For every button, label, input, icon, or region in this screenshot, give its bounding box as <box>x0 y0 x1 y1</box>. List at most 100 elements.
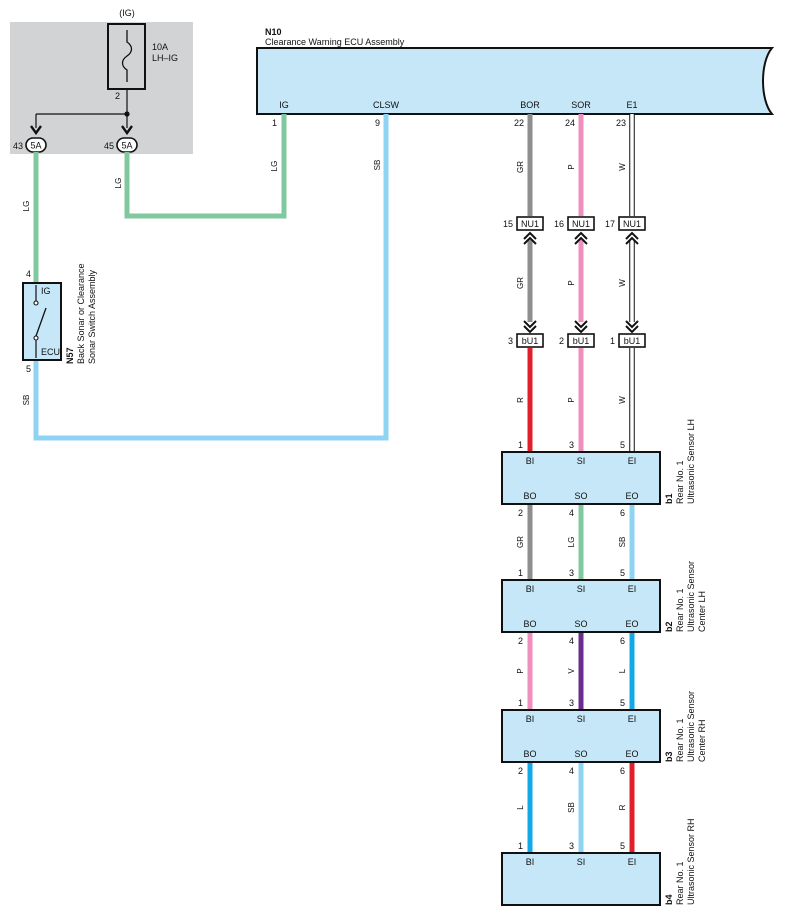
sensor-bottom-pin: 6 <box>620 508 625 518</box>
sensor-top-label: EI <box>628 456 637 466</box>
wire-label: L <box>618 668 627 673</box>
connector-nu1-box <box>618 216 646 231</box>
ecu-pin-clsw: 9 <box>375 118 380 128</box>
switch-bottom-pin: 5 <box>26 364 31 374</box>
connector-bu1-pin: 3 <box>508 336 513 346</box>
connector-nu1-pin: 17 <box>605 219 615 229</box>
connector-nu1-box <box>567 216 595 231</box>
sensor-top-pin: 1 <box>518 841 523 851</box>
sensor-name-line3: Center RH <box>697 719 707 762</box>
connector-nu1: NU1 NU1 NU1 15 16 17 <box>503 216 646 245</box>
sensor-code: b3 <box>664 751 674 762</box>
switch-top-pin: 4 <box>26 269 31 279</box>
switch-top-label: IG <box>41 286 51 296</box>
ecu-name: Clearance Warning ECU Assembly <box>265 37 405 47</box>
ecu-terminal-e1: E1 <box>626 100 637 110</box>
sensor-bottom-pin: 6 <box>620 766 625 776</box>
fuse-name: LH–IG <box>152 53 178 63</box>
sensor-bottom-pin: 6 <box>620 636 625 646</box>
fuse-group-label: (IG) <box>119 8 135 18</box>
sensor-bottom-pin: 4 <box>569 508 574 518</box>
ecu-pin-bor: 22 <box>514 118 524 128</box>
sensor-bottom-label: BO <box>523 619 536 629</box>
sensor-top-label: SI <box>577 714 586 724</box>
sensor-name-line2: Ultrasonic Sensor <box>686 561 696 632</box>
ecu-pin-e1: 23 <box>616 118 626 128</box>
wire-label: SB <box>22 395 31 406</box>
wire-label: GR <box>516 161 525 173</box>
switch-assembly-box <box>22 282 62 361</box>
wire-ig-lg <box>124 114 287 219</box>
wire-label: V <box>567 668 576 674</box>
sensor-bottom-label: BO <box>523 491 536 501</box>
sensor-top-pin: 5 <box>620 568 625 578</box>
sensor-top-pin: 1 <box>518 698 523 708</box>
connector-bu1-code: bU1 <box>522 336 539 346</box>
sensor-bottom-label: EO <box>625 749 638 759</box>
sensor-bottom-label: SO <box>574 619 587 629</box>
sensor-bottom-label: EO <box>625 491 638 501</box>
connector-bu1-pin: 1 <box>610 336 615 346</box>
ecu-pin-sor: 24 <box>565 118 575 128</box>
switch-lever <box>35 307 47 337</box>
sensor-top-label: SI <box>577 584 586 594</box>
sensor-top-label: SI <box>577 456 586 466</box>
wire-label: GR <box>516 277 525 289</box>
wire-label: GR <box>516 536 525 548</box>
sensor-bottom-label: BO <box>523 749 536 759</box>
connector-bu1-pin: 2 <box>559 336 564 346</box>
wire-label: LG <box>22 201 31 212</box>
sensor-bottom-label: SO <box>574 491 587 501</box>
switch-name-line2: Sonar Switch Assembly <box>87 269 97 364</box>
sensor-top-label: SI <box>577 857 586 867</box>
switch-terminal-top <box>33 300 39 306</box>
sensor-bottom-pin: 4 <box>569 766 574 776</box>
sensor-top-pin: 3 <box>569 568 574 578</box>
sensor-box-b1 <box>501 451 661 505</box>
ecu-terminal-bor: BOR <box>520 100 540 110</box>
sensor-top-pin: 1 <box>518 440 523 450</box>
sensor-bottom-pin: 2 <box>518 766 523 776</box>
sensor-name-line2: Ultrasonic Sensor <box>686 691 696 762</box>
sensor-top-label: BI <box>526 456 535 466</box>
wire-label: SB <box>618 537 627 548</box>
sensor-bottom-pin: 2 <box>518 636 523 646</box>
connector-bu1-code: bU1 <box>573 336 590 346</box>
junction-connector-right-code: 5A <box>121 141 132 151</box>
sensor-top-label: BI <box>526 714 535 724</box>
connector-bu1-code: bU1 <box>624 336 641 346</box>
junction-block-panel <box>10 22 193 154</box>
sensor-bottom-pin: 4 <box>569 636 574 646</box>
sensor-top-label: BI <box>526 857 535 867</box>
wire-label: R <box>516 397 525 403</box>
sensor-name-line3: Center LH <box>697 591 707 632</box>
sensor-bottom-label: SO <box>574 749 587 759</box>
chevron-down-icon <box>30 125 42 136</box>
wire-label: SB <box>373 160 382 171</box>
chevron-down-icon <box>625 320 639 334</box>
chevron-up-icon <box>523 231 537 245</box>
connector-nu1-code: NU1 <box>623 219 641 229</box>
wire-label: P <box>567 164 576 169</box>
connector-nu1-pin: 15 <box>503 219 513 229</box>
sensor-bottom-label: EO <box>625 619 638 629</box>
wire-label: P <box>516 668 525 673</box>
connector-bu1-box <box>567 333 595 348</box>
sensor-top-label: EI <box>628 714 637 724</box>
wire-label: P <box>567 397 576 402</box>
wire-label: P <box>567 280 576 285</box>
sensor-name-line1: Rear No. 1 <box>675 718 685 762</box>
wire-label: R <box>618 804 627 810</box>
ecu-terminal-ig: IG <box>279 100 289 110</box>
chevron-down-icon <box>523 320 537 334</box>
chevron-up-icon <box>574 231 588 245</box>
wire-label: LG <box>270 161 279 172</box>
wire-label: W <box>618 396 627 404</box>
switch-terminal-bottom <box>33 335 39 341</box>
ecu-box <box>256 47 775 115</box>
junction-connector-left-code: 5A <box>30 141 41 151</box>
ecu-code: N10 <box>265 27 282 37</box>
ecu-terminal-sor: SOR <box>571 100 591 110</box>
connector-nu1-box <box>516 216 544 231</box>
